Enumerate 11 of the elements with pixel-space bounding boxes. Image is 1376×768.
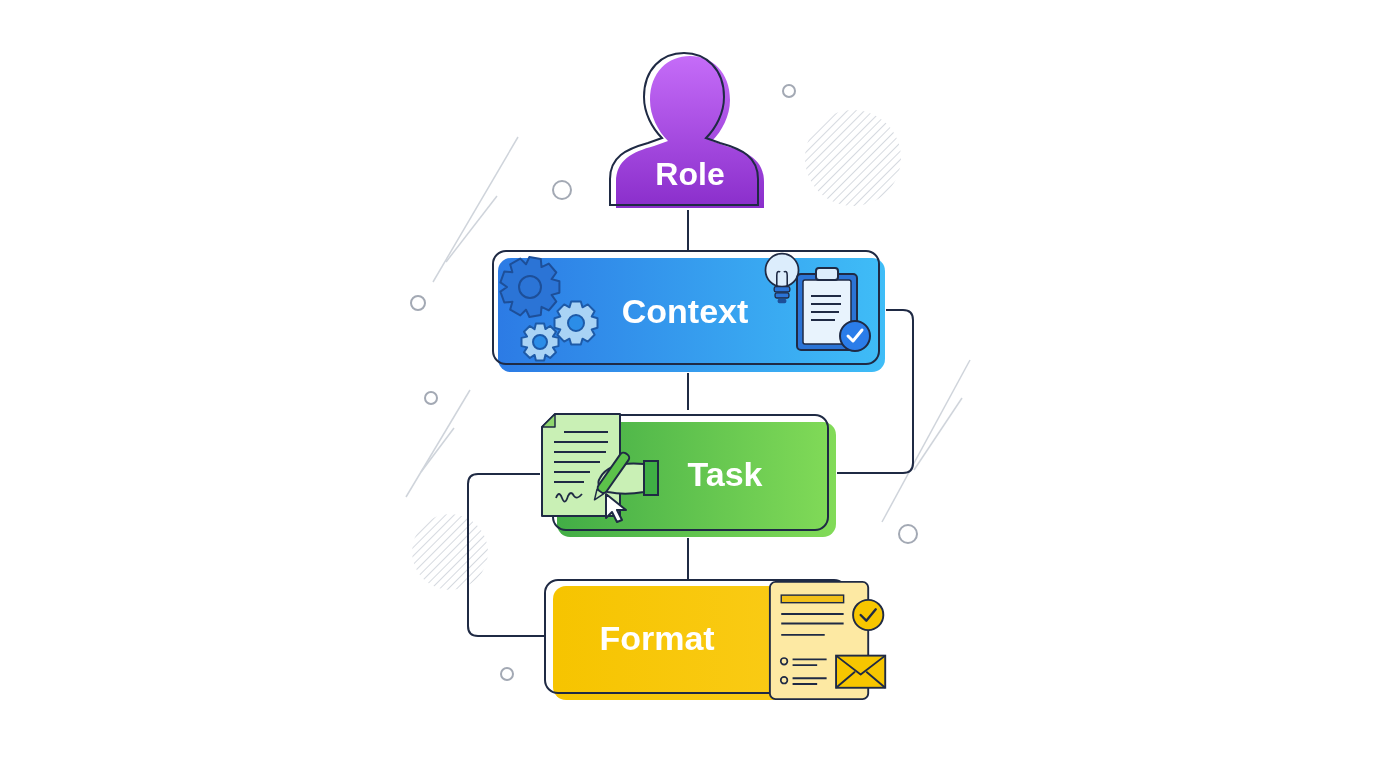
rounded-box [492,250,886,373]
connector-line [687,537,689,580]
rounded-box [540,410,837,538]
connector-line [687,209,689,251]
node-title: Format [599,621,715,655]
node-title: Context [621,294,749,328]
connector-line [467,473,545,637]
connector-line [687,372,689,411]
connector-line [836,309,914,474]
node-title: Role [655,158,725,190]
node-title: Task [687,457,763,491]
